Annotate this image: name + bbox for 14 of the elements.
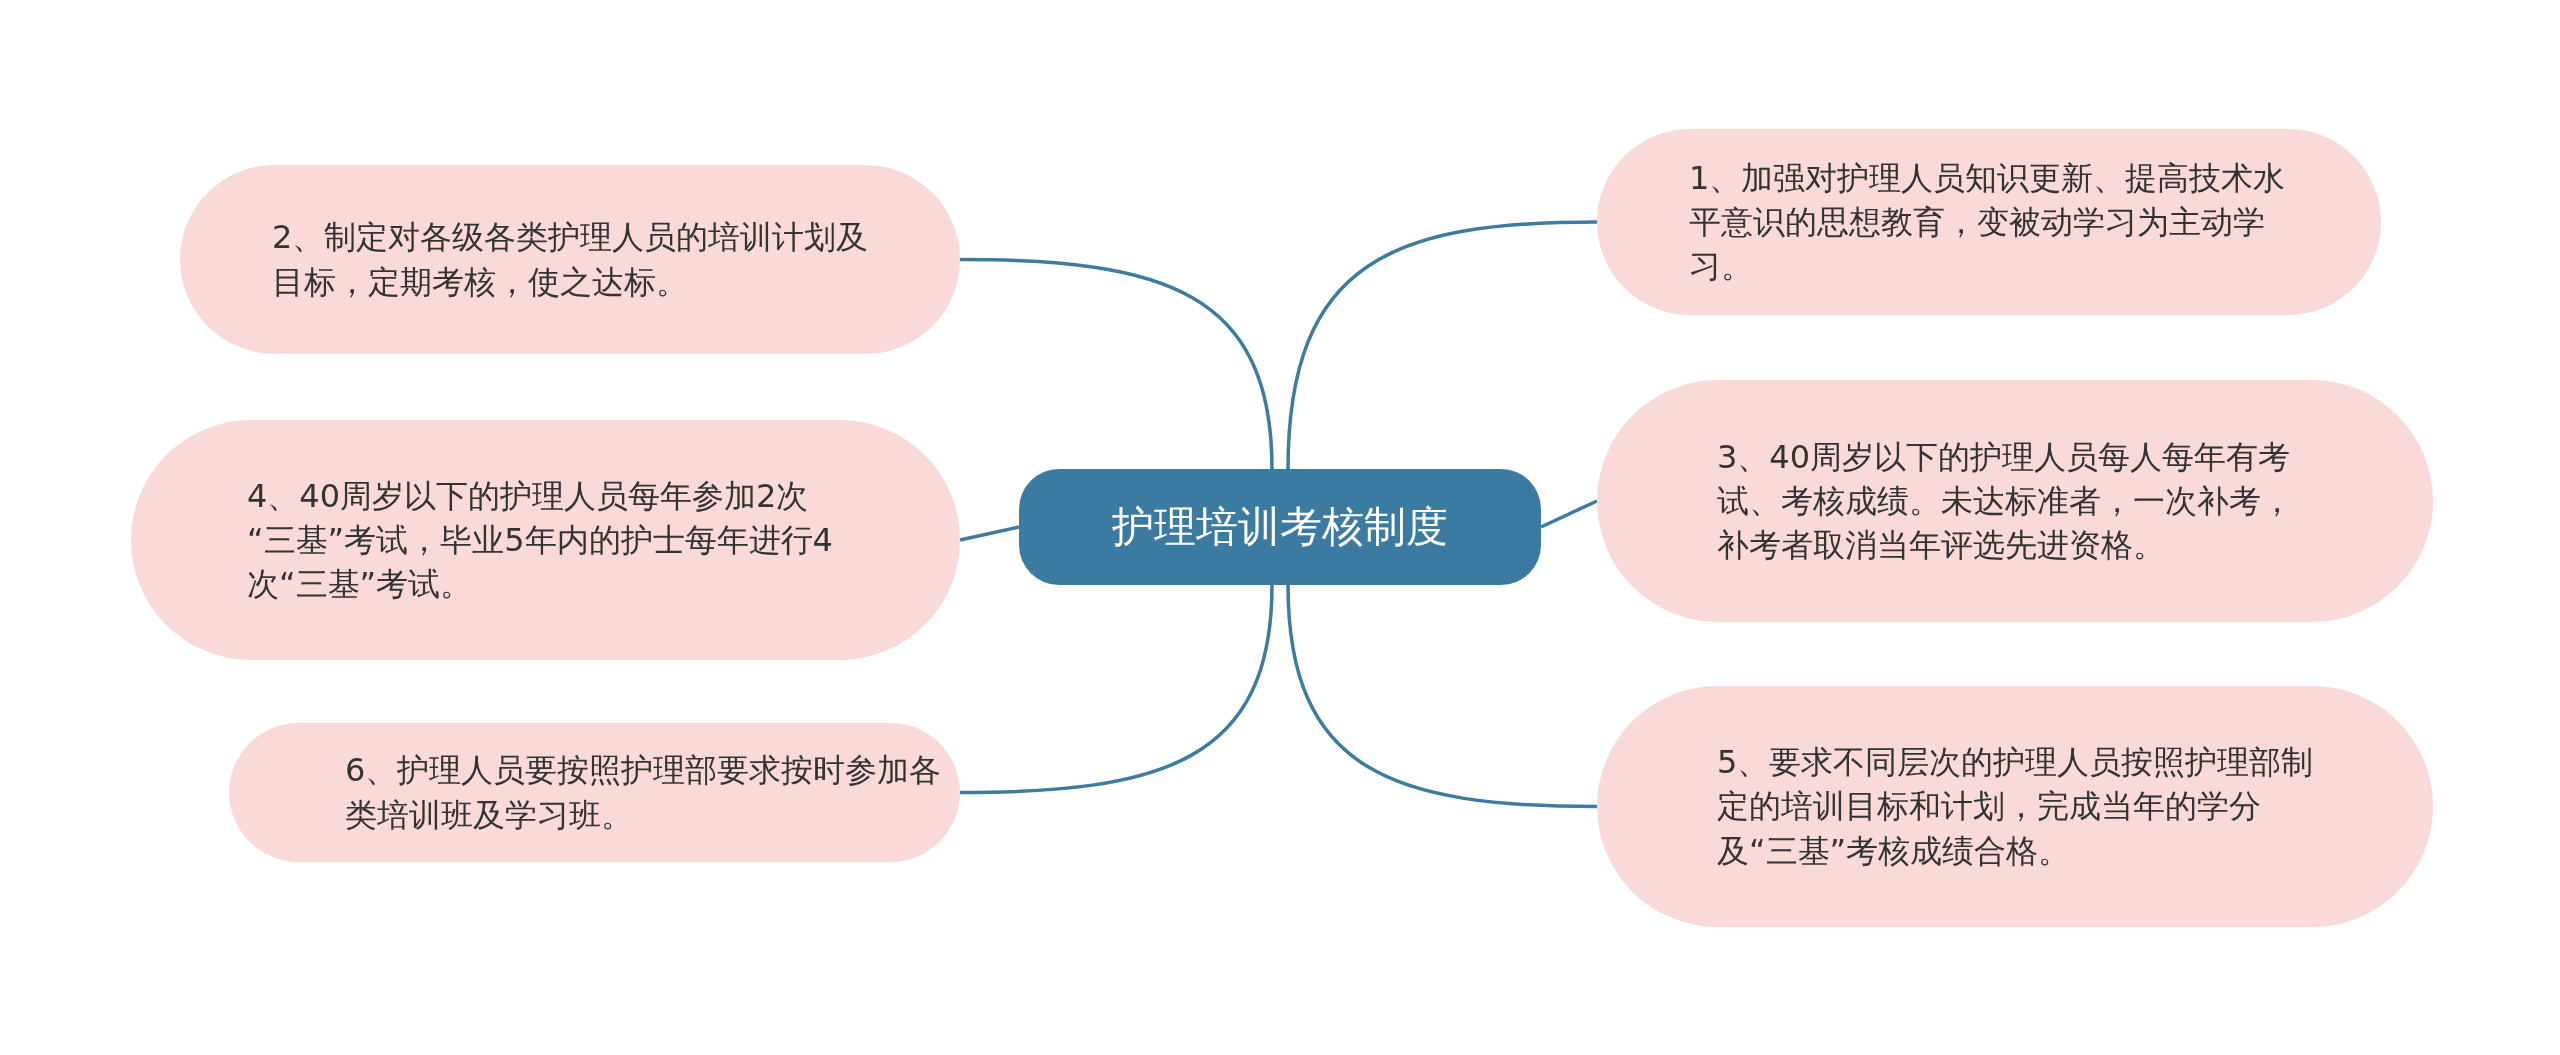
topic-title: 护理培训考核制度	[1112, 501, 1448, 553]
connector-line	[959, 525, 1020, 542]
topic-text: 1、加强对护理人员知识更新、提高技术水平意识的思想教育，变被动学习为主动学习。	[1689, 157, 2287, 288]
topic-text: 2、制定对各级各类护理人员的培训计划及目标，定期考核，使之达标。	[272, 217, 870, 303]
topic-text: 4、40周岁以下的护理人员每年参加2次 “三基”考试，毕业5年内的护士每年进行4次“三基”考试。	[247, 475, 834, 606]
connector-line	[959, 584, 1274, 795]
topic-text: 5、要求不同层次的护理人员按照护理部制定的培训目标和计划，完成当年的学分及“三基”考核成绩合格。	[1717, 742, 2315, 872]
connector-line	[1540, 499, 1598, 529]
connector-line	[1286, 220, 1598, 470]
topic-text: 6、护理人员要按照护理部要求按时参加各类培训班及学习班。	[345, 750, 943, 836]
topic-text: 3、40周岁以下的护理人员每人每年有考试、考核成绩。未达标准者，一次补考，补考者取消当年评选先进资格。	[1717, 436, 2294, 567]
connector-line	[959, 257, 1274, 470]
central-topic	[1019, 469, 1541, 585]
connector-line	[1286, 584, 1598, 809]
